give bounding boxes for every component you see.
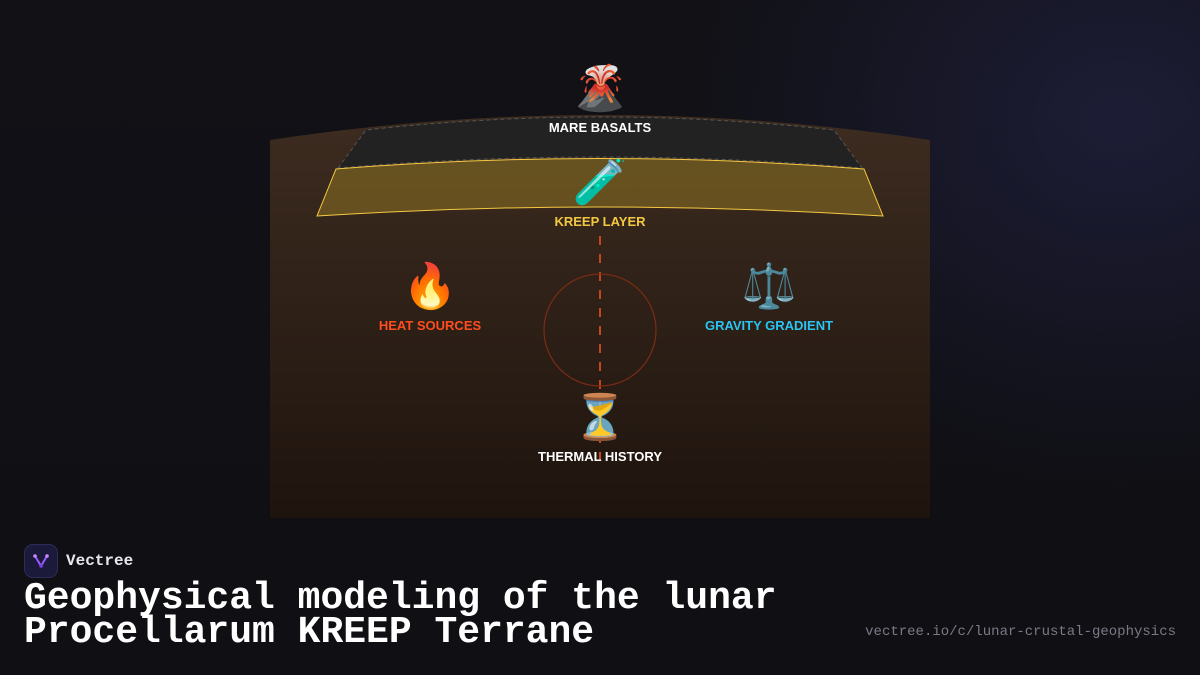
heat-sources-label: HEAT SOURCES: [378, 318, 482, 333]
mare-basalt-layer: [336, 116, 864, 169]
kreep-layer-label: KREEP LAYER: [554, 214, 646, 229]
fire-icon: 🔥: [402, 262, 458, 311]
mare-basalts-label: MARE BASALTS: [548, 120, 652, 135]
hourglass-icon: ⏳: [572, 393, 628, 442]
test-tube-icon: 🧪: [572, 158, 628, 207]
vectree-logo-icon: [24, 544, 58, 578]
balance-scale-icon: ⚖️: [741, 262, 797, 311]
volcano-icon: 🌋: [572, 64, 628, 113]
brand[interactable]: Vectree: [24, 544, 133, 578]
interaction-circle: [543, 273, 657, 387]
source-url[interactable]: vectree.io/c/lunar-crustal-geophysics: [865, 624, 1176, 640]
gravity-gradient-label: GRAVITY GRADIENT: [704, 318, 834, 333]
kreep-layer: [316, 158, 884, 217]
page-title: Geophysical modeling of the lunar Procel…: [24, 577, 777, 654]
thermal-history-label: THERMAL HISTORY: [538, 449, 662, 464]
brand-name: Vectree: [66, 552, 134, 570]
